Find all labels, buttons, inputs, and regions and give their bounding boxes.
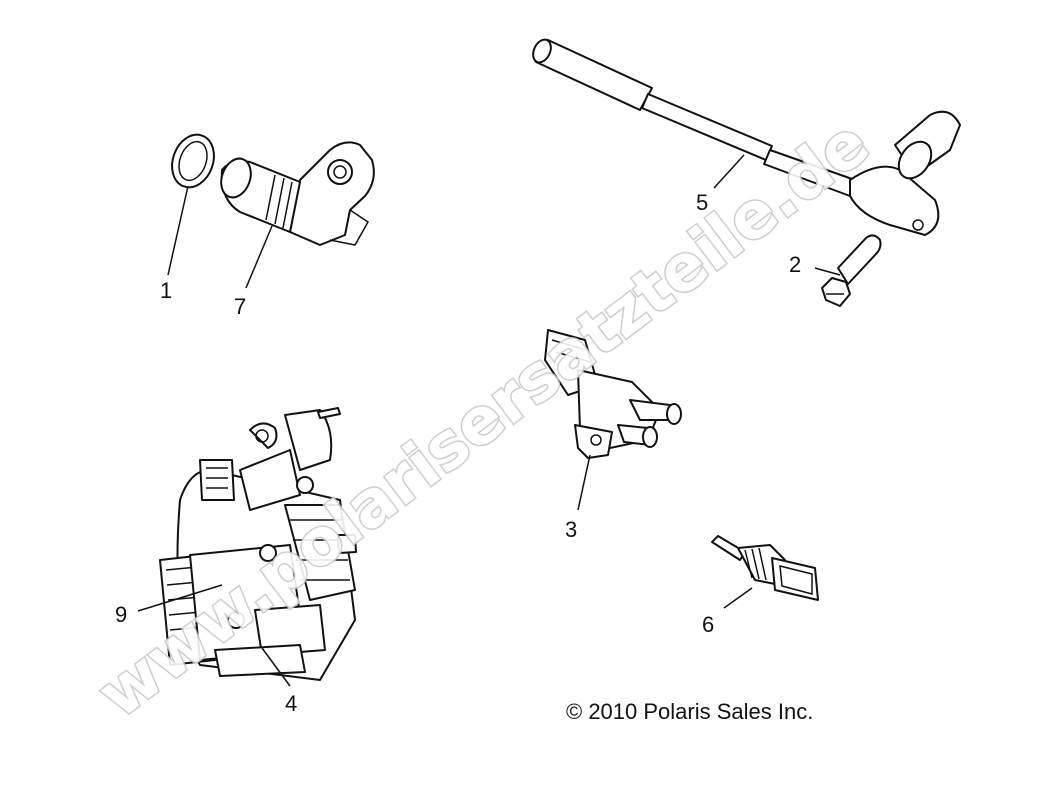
- callout-5: 5: [696, 190, 708, 215]
- leader-9: [137, 584, 223, 612]
- o-ring-part-1: [171, 133, 215, 189]
- callout-6: 6: [702, 612, 714, 637]
- leader-lines: [137, 154, 841, 687]
- leader-1: [167, 185, 189, 276]
- leader-2: [814, 267, 841, 276]
- callout-3: 3: [565, 517, 577, 542]
- callout-7: 7: [234, 294, 246, 319]
- callout-2: 2: [789, 252, 801, 277]
- watermark: www.polarisersatzteile.de: [85, 106, 883, 733]
- throttle-body-assembly: [159, 407, 357, 681]
- leader-7: [245, 225, 273, 289]
- leader-4: [261, 647, 291, 687]
- leader-5: [713, 154, 745, 189]
- sensor-lead-part-5: [532, 38, 961, 236]
- callout-4: 4: [285, 691, 297, 716]
- leader-6: [723, 587, 753, 609]
- leader-3: [577, 454, 591, 511]
- bolt-part-2: [821, 234, 882, 307]
- idle-valve-part-3: [544, 329, 682, 459]
- temperature-sensor-part-6: [711, 535, 819, 601]
- copyright-text: © 2010 Polaris Sales Inc.: [566, 699, 813, 724]
- callout-9: 9: [115, 602, 127, 627]
- callout-1: 1: [160, 278, 172, 303]
- speed-sensor-part-7: [220, 141, 375, 246]
